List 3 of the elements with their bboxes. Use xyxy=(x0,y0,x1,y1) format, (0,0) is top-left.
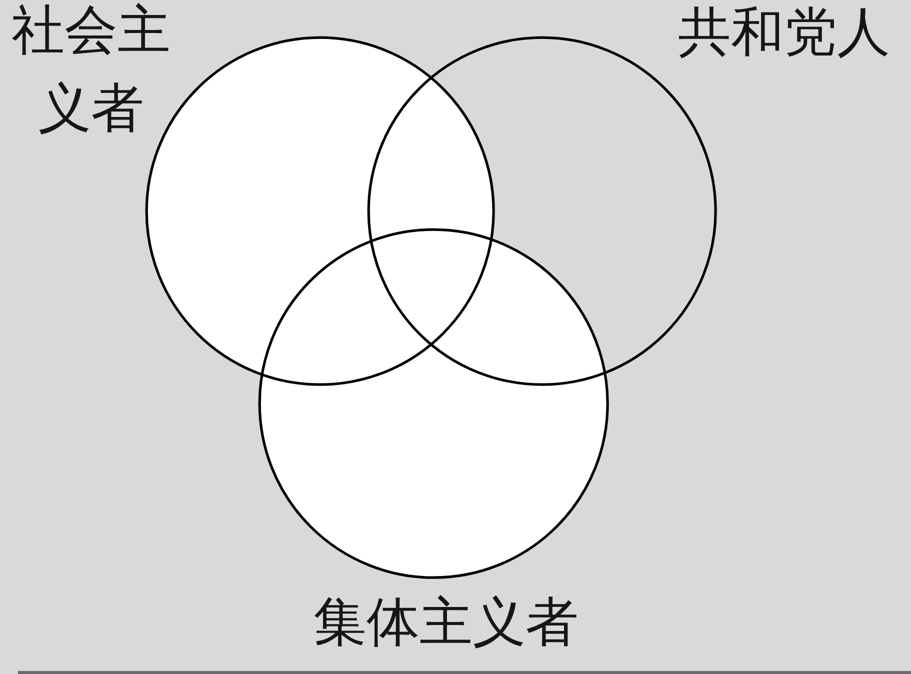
circle-label: 共和党人 xyxy=(676,2,891,64)
circle-label: 社会主义者 xyxy=(10,0,172,141)
circle-label: 集体主义者 xyxy=(312,592,580,654)
